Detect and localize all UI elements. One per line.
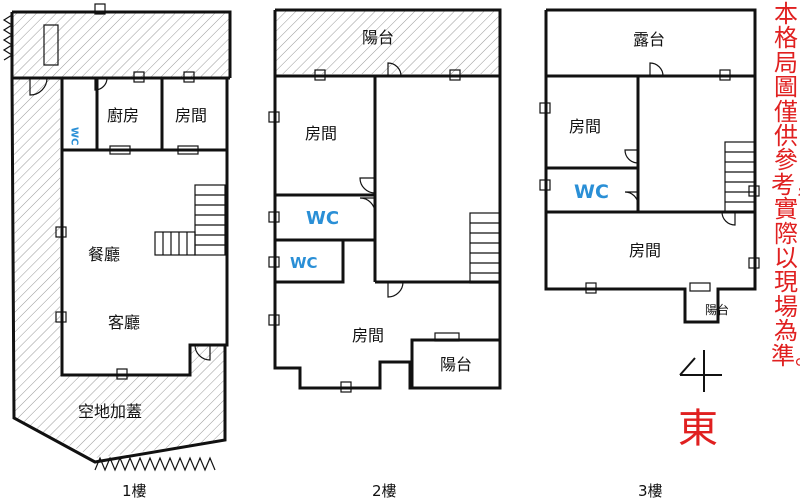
door-swing [29,77,48,96]
room-label-bedroom: 房間 [569,117,601,136]
room-label-bedroom: 房間 [352,326,384,345]
room-label-living: 客廳 [108,313,140,332]
floor-1-bottom-zigzag [94,456,216,472]
room-label-bedroom: 房間 [175,106,207,125]
floor-2-wc2-wall [275,240,345,284]
floor-1: 廚房 房間 餐廳 客廳 空地加蓋 WC 1樓 [2,3,232,500]
door-swing [94,77,108,91]
door-swing [649,62,664,77]
floor-1-window [43,24,59,66]
door-swing [624,191,639,206]
wc-label: WC [69,127,80,145]
wc-label: WC [290,254,318,272]
room-label-kitchen: 廚房 [107,106,139,125]
floor-1-left-zigzag [2,14,14,61]
room-label-balcony: 陽台 [362,28,394,47]
floor-label-3: 3樓 [638,482,663,500]
room-label-dining: 餐廳 [88,245,120,264]
floor-1-top-hatch [12,12,230,78]
window-marks [55,3,199,380]
door-swing [359,177,376,194]
window-marks [539,69,760,294]
compass-arrow-icon [679,350,722,392]
wc-label: WC [306,208,339,229]
floor-2-stairs [469,212,501,284]
floor-label-1: 1樓 [122,482,147,500]
floor-1-outer-wall-top [12,10,232,78]
room-label-terrace: 露台 [633,30,665,49]
floor-1-side-hatch [12,78,225,458]
floor-3-stairs [724,141,756,213]
wc-label: WC [574,181,609,203]
floor-2-balcony-box [410,338,502,390]
floor-3-outer-wall [544,8,757,324]
door-swing [359,197,376,214]
room-label-bedroom: 房間 [305,124,337,143]
floor-1-stairs [154,184,226,256]
door-swing [721,211,736,226]
door-swing [387,62,402,77]
room-label-bedroom: 房間 [629,241,661,260]
compass-east-label: 東 [678,406,718,452]
room-label-balcony: 陽台 [705,302,729,317]
window-marks [268,69,461,393]
floor-label-2: 2樓 [372,482,397,500]
door-swing [194,344,211,361]
room-label-balcony: 陽台 [440,355,472,374]
disclaimer-notice: 本格局圖僅供參考，實際以現場為準。 [771,0,800,370]
door-swing [387,281,404,298]
floor-2: 陽台 房間 房間 陽台 WC WC 2樓 [268,8,502,500]
floor-1-outer-wall [10,12,227,464]
floor-3: 露台 房間 房間 陽台 WC 3樓 [539,8,760,500]
floor-1-living-wall [60,150,229,377]
door-swing [624,149,639,164]
room-label-annex: 空地加蓋 [78,402,142,421]
